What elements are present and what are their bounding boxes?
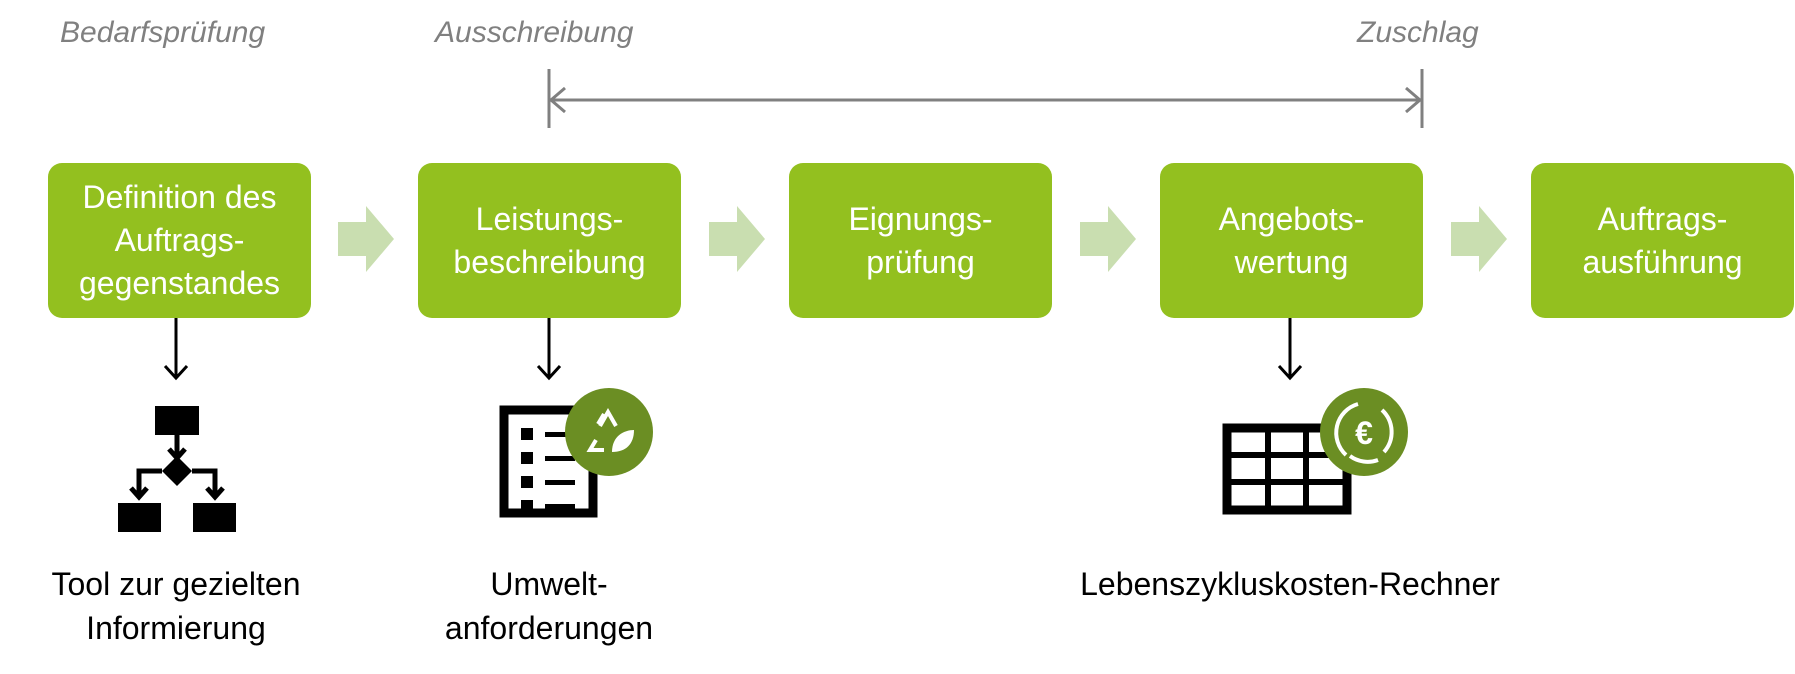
chevron-arrow-icon [338, 206, 394, 272]
chevron-arrow-icon [709, 206, 765, 272]
tool-label-line: Lebenszykluskosten-Rechner [1080, 566, 1500, 602]
step-line: Angebots- [1218, 200, 1365, 237]
phase-label-bedarfspruefung: Bedarfsprüfung [60, 16, 266, 49]
phase-label-zuschlag: Zuschlag [1357, 16, 1479, 49]
step-line: ausführung [1582, 243, 1743, 280]
spreadsheet-euro-icon: € [1222, 388, 1408, 515]
tool-label-line: Tool zur gezielten [51, 566, 301, 602]
step-line: gegenstandes [78, 265, 281, 301]
step-line: Eignungs- [848, 200, 993, 237]
flowchart-icon [118, 406, 236, 532]
svg-text:€: € [1355, 415, 1373, 451]
step-auftragsgegenstand: Definition des Auftrags- gegenstandes [48, 163, 311, 318]
step-line: wertung [1234, 243, 1349, 280]
step-line: Auftrags- [114, 222, 245, 258]
chevron-arrow-icon [1080, 206, 1136, 272]
step-eignungspruefung: Eignungs- prüfung [789, 163, 1052, 318]
tool-label-informierung: Tool zur gezielten Informierung [0, 562, 356, 650]
step-line: beschreibung [453, 243, 646, 280]
checklist-recycle-icon [499, 388, 653, 518]
step-line: prüfung [866, 243, 975, 280]
step-line: Leistungs- [475, 200, 624, 237]
step-auftragsausfuehrung: Auftrags- ausführung [1531, 163, 1794, 318]
step-line: Definition des [82, 179, 277, 215]
down-arrows [163, 318, 1303, 381]
chevron-arrow-icon [1451, 206, 1507, 272]
tool-label-line: Umwelt- [490, 566, 608, 602]
tool-label-line: Informierung [86, 610, 266, 646]
step-angebotswertung: Angebots- wertung [1160, 163, 1423, 318]
tool-label-line: anforderungen [444, 610, 654, 646]
step-line: Auftrags- [1597, 200, 1728, 237]
tool-label-umweltanforderungen: Umwelt- anforderungen [369, 562, 729, 650]
tool-label-lcc-rechner: Lebenszykluskosten-Rechner [1070, 562, 1510, 606]
tender-span-bracket [547, 69, 1424, 128]
chevron-arrows [338, 206, 1507, 272]
step-leistungsbeschreibung: Leistungs- beschreibung [418, 163, 681, 318]
phase-label-ausschreibung: Ausschreibung [435, 16, 634, 49]
